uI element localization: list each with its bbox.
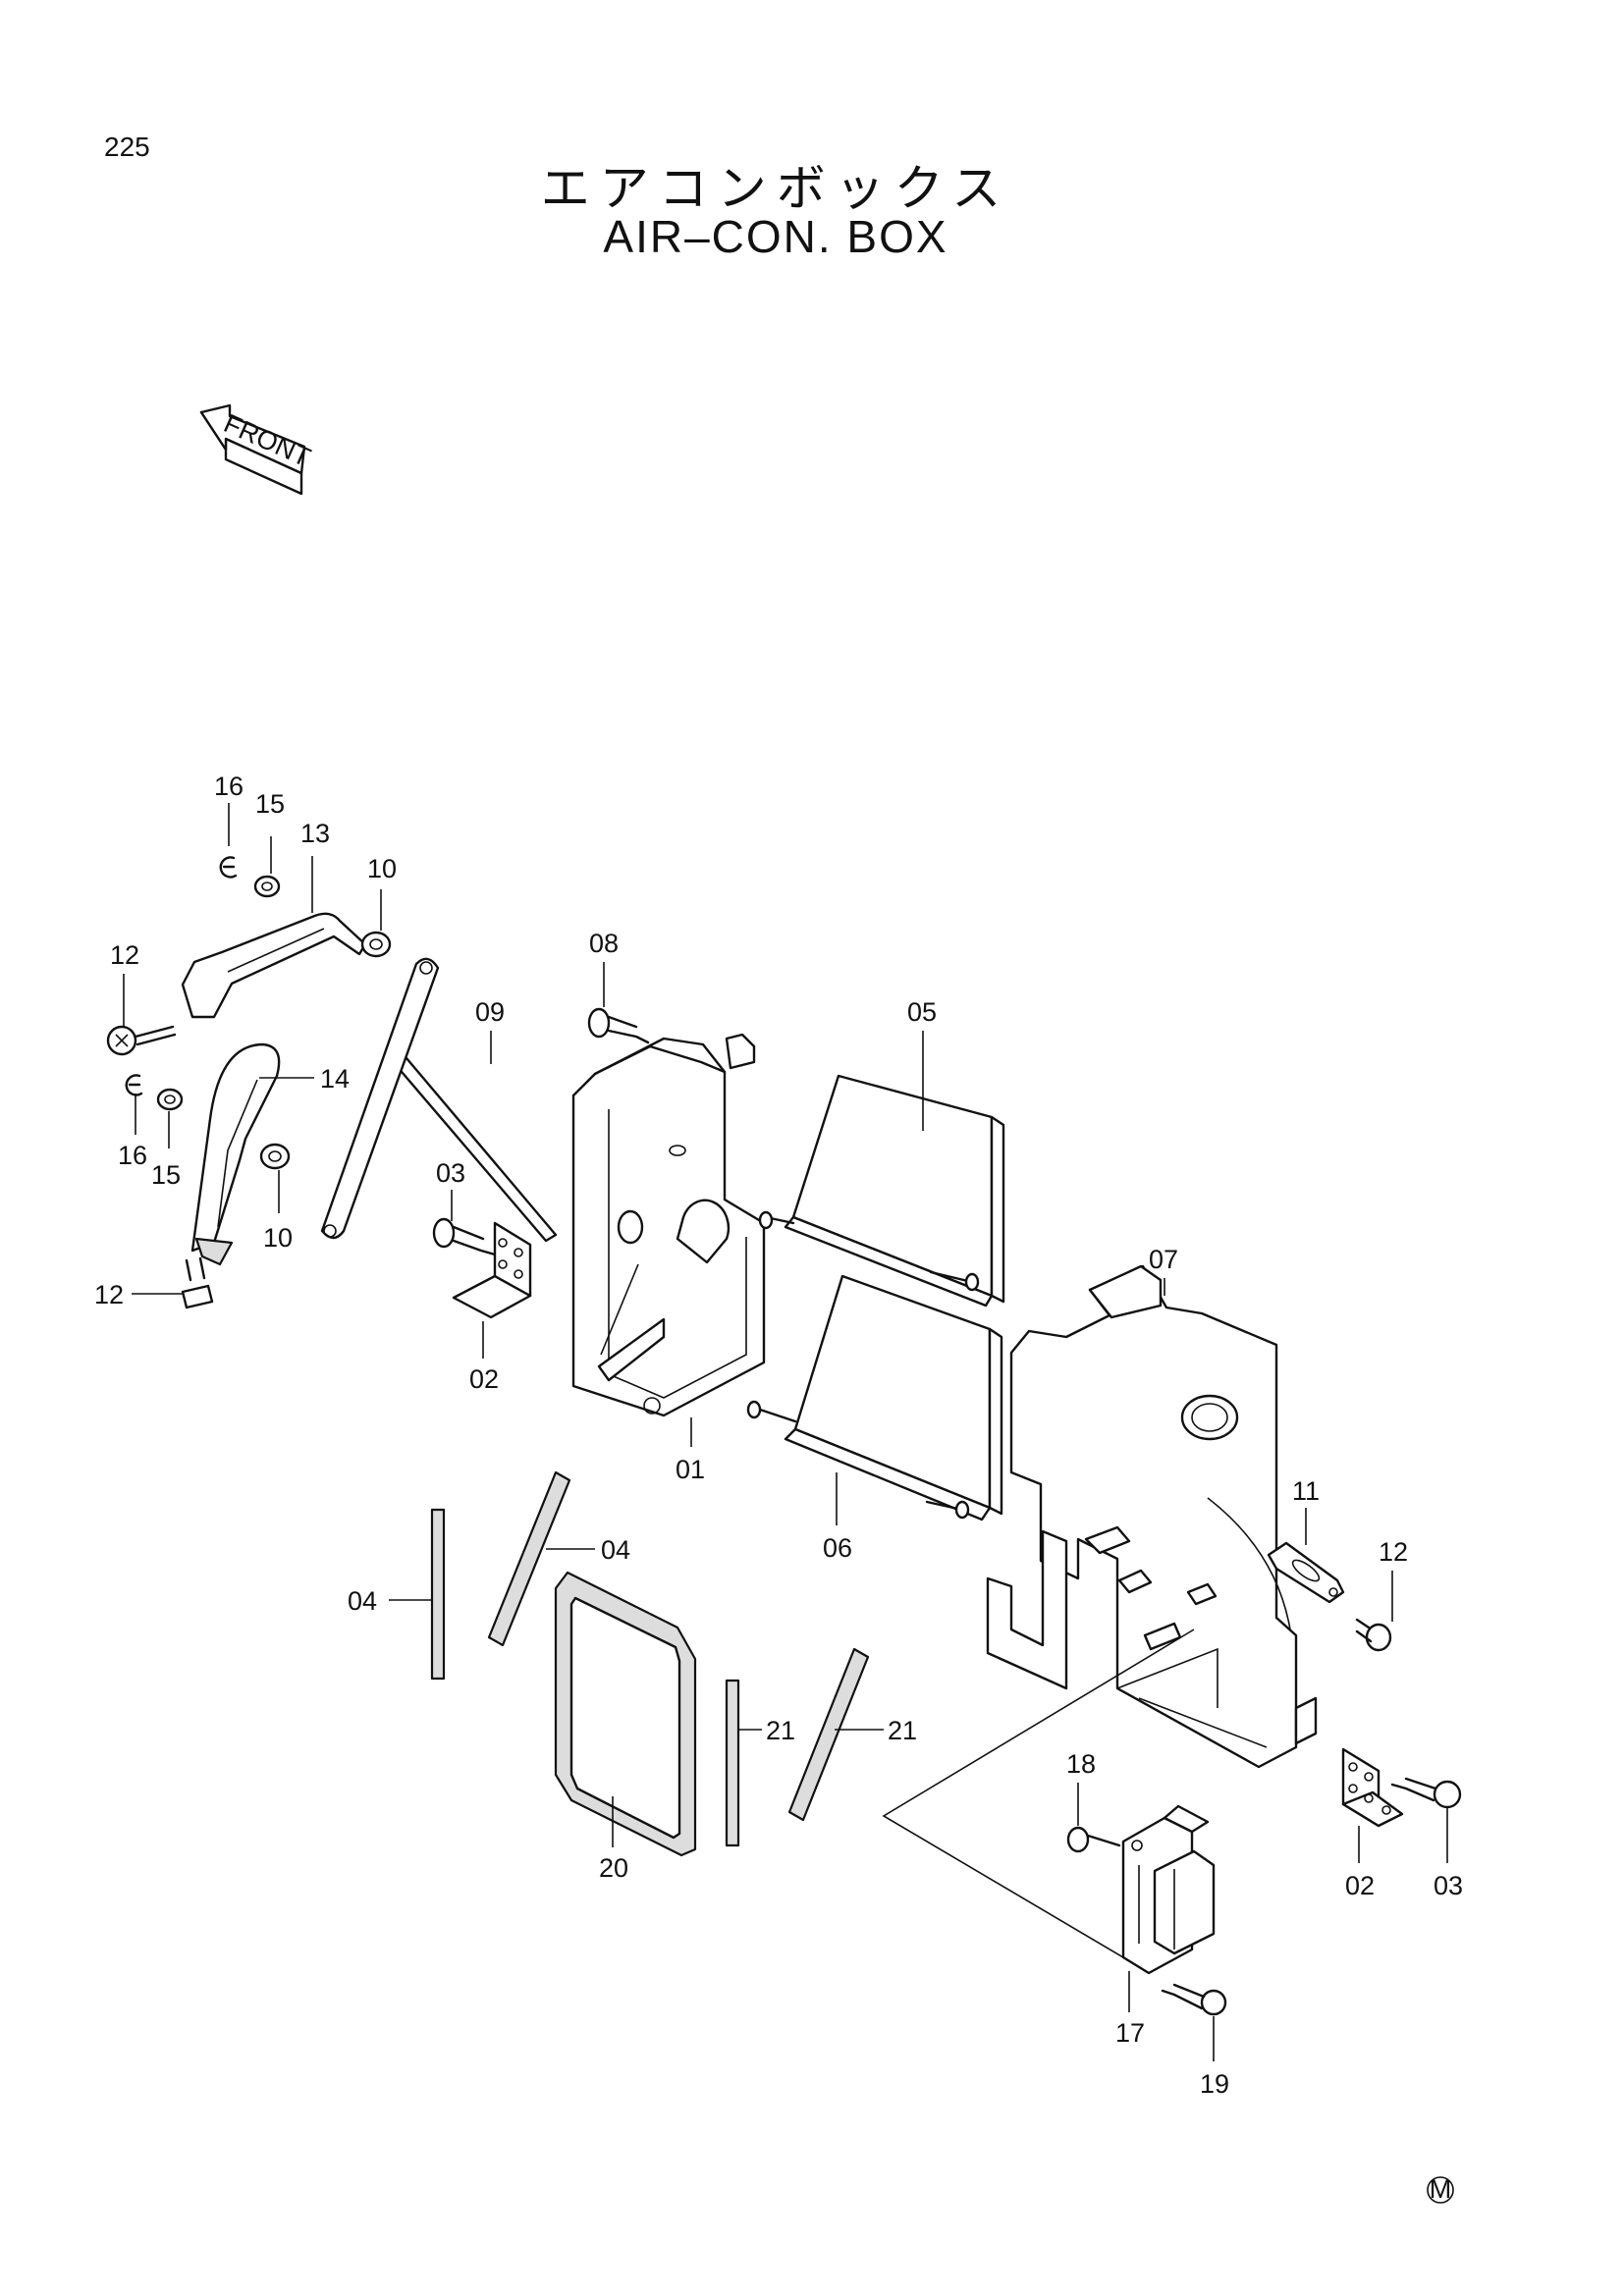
manufacturer-mark: M [1427, 2174, 1454, 2204]
callout-18: 18 [1066, 1749, 1096, 1779]
callout-07: 07 [1149, 1245, 1178, 1274]
screw-part-12-right [1355, 1618, 1392, 1652]
callout-19: 19 [1200, 2069, 1229, 2099]
callout-03-right: 03 [1434, 1871, 1463, 1900]
leader-lines [123, 803, 1448, 2061]
seal-part-04-left [430, 1508, 446, 1681]
callout-12-upper: 12 [110, 940, 139, 970]
bracket-part-02-left [452, 1221, 532, 1319]
clip-part-11 [1267, 1541, 1345, 1604]
callout-16-lower: 16 [118, 1141, 147, 1170]
housing-part-07 [986, 1264, 1318, 1769]
screw-part-08 [587, 1007, 650, 1044]
callout-12-right: 12 [1379, 1537, 1408, 1567]
washer-part-15-lower [156, 1088, 184, 1111]
callout-17: 17 [1115, 2018, 1145, 2048]
page-number: 225 [104, 132, 150, 162]
seal-part-04-right [487, 1470, 571, 1647]
damper-door-part-06 [746, 1274, 1003, 1522]
screw-part-12-upper [106, 1025, 177, 1056]
e-clip-part-16-lower [125, 1074, 143, 1096]
e-clip-part-16-upper [219, 856, 238, 879]
callout-04-left: 04 [348, 1586, 377, 1616]
callout-15-lower: 15 [151, 1160, 181, 1190]
callout-02-left: 02 [469, 1364, 499, 1394]
seal-frame-part-20 [554, 1571, 697, 1857]
callout-15-upper: 15 [255, 789, 285, 819]
screw-part-03-left [432, 1217, 497, 1256]
callout-11: 11 [1292, 1476, 1320, 1506]
callout-21-left: 21 [766, 1716, 795, 1745]
shaft-part-09 [395, 1056, 558, 1243]
callout-16-upper: 16 [214, 772, 244, 801]
callout-10-upper: 10 [367, 854, 397, 883]
callout-08: 08 [589, 929, 619, 958]
lever-part-13 [181, 912, 367, 1019]
lever-part-14 [190, 1042, 281, 1253]
bushing-part-10-lower [259, 1143, 291, 1170]
callout-09: 09 [475, 997, 505, 1027]
bolt-part-12-lower [181, 1256, 214, 1309]
bushing-part-18 [1066, 1826, 1121, 1853]
screw-part-03-right [1390, 1777, 1462, 1809]
callout-21-right: 21 [888, 1716, 917, 1745]
callout-10-lower: 10 [263, 1223, 293, 1253]
bushing-part-10-upper [360, 931, 392, 958]
actuator-part-17 [1121, 1804, 1216, 1975]
linkage-arm [320, 957, 440, 1240]
screw-part-19 [1161, 1983, 1227, 2016]
assembly-guide-line [882, 1629, 1195, 1958]
bracket-part-02-right [1341, 1747, 1404, 1828]
housing-part-01 [571, 1033, 766, 1417]
callout-14: 14 [320, 1064, 350, 1094]
page-title-english: AIR–CON. BOX [603, 211, 948, 262]
callout-01: 01 [676, 1455, 705, 1484]
callout-02-right: 02 [1345, 1871, 1375, 1900]
callout-labels: 16 15 13 10 12 14 16 15 10 12 09 08 05 0… [94, 772, 1463, 2099]
callout-04-right: 04 [601, 1535, 630, 1565]
seal-part-21-right [787, 1647, 870, 1822]
callout-03-left: 03 [436, 1158, 465, 1188]
front-arrow-icon: FRONT [199, 403, 315, 496]
callout-12-lower: 12 [94, 1280, 124, 1309]
callout-13: 13 [300, 819, 330, 848]
callout-20: 20 [599, 1853, 628, 1883]
damper-door-part-05 [758, 1074, 1005, 1308]
page-title-japanese: エアコンボックス [540, 160, 1011, 217]
callout-05: 05 [907, 997, 937, 1027]
seal-part-21-left [725, 1679, 740, 1847]
callout-06: 06 [823, 1533, 852, 1563]
washer-part-15-upper [253, 875, 281, 898]
manufacturer-mark-letter: M [1430, 2174, 1452, 2204]
